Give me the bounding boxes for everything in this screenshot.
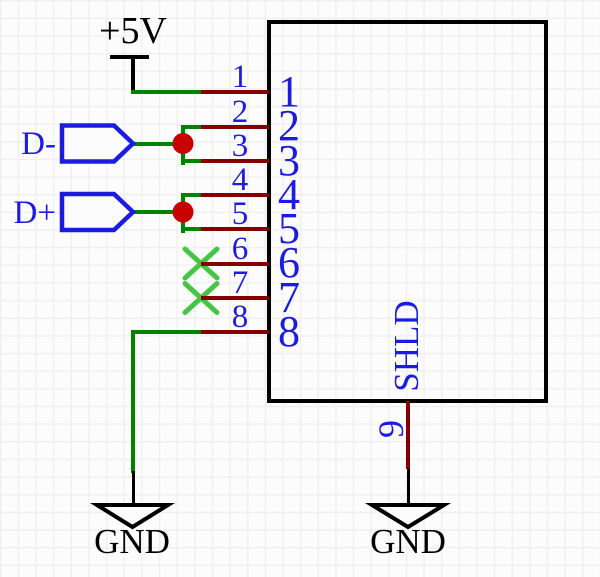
pin-name-5: 5	[278, 203, 300, 253]
pin-stub-6	[201, 261, 269, 266]
pin-stub-1	[201, 90, 269, 94]
net-label-dplus: D+	[13, 194, 56, 231]
pin-name-8: 8	[278, 306, 300, 356]
pin-number-8: 8	[231, 299, 249, 335]
pin-number-1: 1	[231, 59, 249, 95]
pin-number-6: 6	[231, 230, 249, 267]
wire-pin8-horizontal	[131, 330, 203, 334]
pin-number-3: 3	[231, 128, 249, 164]
gnd-left-lead	[131, 471, 135, 507]
gnd-right-label: GND	[370, 522, 446, 561]
hier-label-flag-dplus	[59, 191, 137, 233]
pin-number-4: 4	[231, 162, 249, 198]
pin-number-5: 5	[231, 196, 249, 232]
pin-stub-9	[406, 401, 410, 469]
power-label: +5V	[99, 10, 167, 52]
wire-bracket-pin5	[181, 227, 203, 231]
pin-name-shld: SHLD	[387, 300, 426, 392]
pin-name-3: 3	[278, 135, 300, 185]
pin-stub-8	[201, 330, 269, 334]
pin-name-6: 6	[278, 238, 300, 287]
pin-stub-3	[201, 159, 269, 163]
pin-name-4: 4	[278, 169, 300, 219]
gnd-left-label: GND	[94, 522, 170, 561]
hier-label-flag-dminus	[59, 123, 137, 164]
wire-bracket-pin4	[181, 193, 203, 197]
pin-number-7: 7	[231, 265, 249, 301]
pin-stub-7	[201, 296, 269, 300]
pin-number-9: 9	[371, 420, 411, 438]
pin-number-2: 2	[231, 93, 249, 130]
wire-bracket-pin2	[181, 124, 203, 129]
wire-bracket-pin3	[181, 159, 203, 163]
pin-name-1: 1	[278, 66, 300, 116]
power-symbol-lead	[130, 55, 135, 94]
wire-5v-to-pin1	[131, 90, 201, 94]
pin-stub-4	[201, 193, 269, 197]
pin-stub-2	[201, 124, 269, 129]
wire-pin8-to-gnd	[131, 330, 135, 473]
wire-dplus	[133, 210, 183, 214]
net-label-dminus: D-	[21, 126, 56, 162]
power-symbol-bar	[110, 55, 149, 59]
pin-name-2: 2	[278, 101, 300, 150]
pin-stub-5	[201, 227, 269, 231]
wire-dminus	[133, 141, 183, 146]
gnd-right-lead	[406, 468, 410, 507]
pin-name-7: 7	[278, 272, 300, 322]
